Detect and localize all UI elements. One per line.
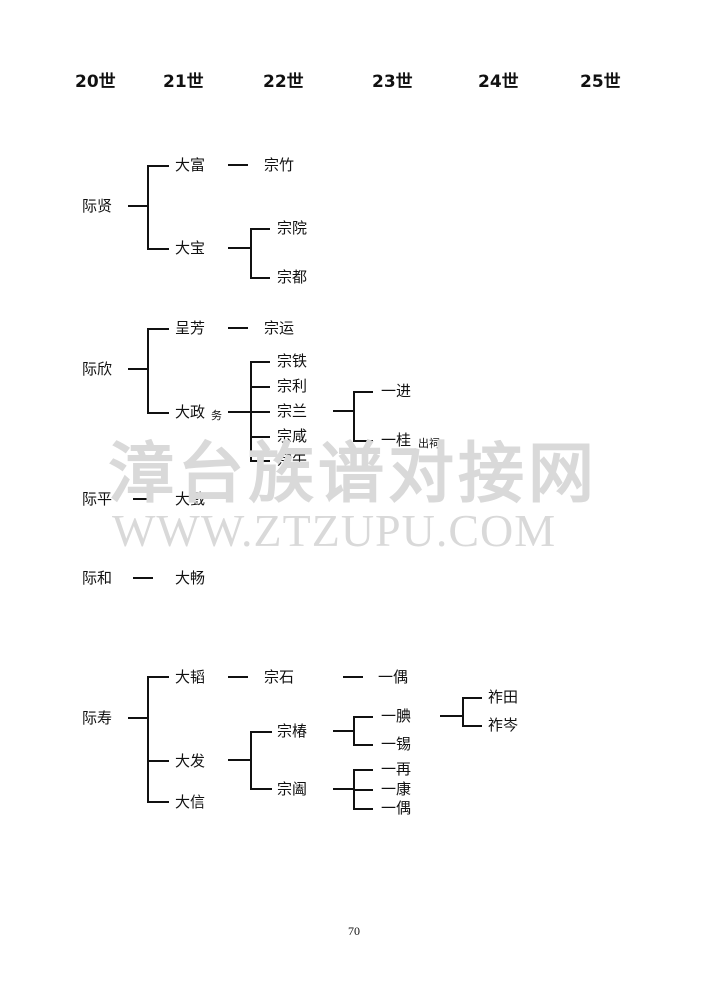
connector-line	[133, 577, 153, 579]
person-chengfang: 呈芳	[175, 319, 206, 337]
connector-line	[250, 731, 272, 733]
bracket-line	[462, 697, 464, 726]
person-zuocen: 祚岑	[488, 716, 519, 734]
person-datao: 大韬	[175, 668, 206, 686]
connector-line	[250, 788, 272, 790]
bracket-line	[147, 676, 149, 802]
person-dachang: 大畅	[175, 569, 206, 587]
connector-line	[147, 760, 169, 762]
person-zongli: 宗利	[277, 377, 308, 395]
connector-line	[250, 228, 270, 230]
generation-22: 22世	[263, 72, 304, 92]
connector-line	[353, 391, 373, 393]
person-jiping: 际平	[82, 490, 113, 508]
person-zongtie: 宗铁	[277, 352, 308, 370]
connector-line	[250, 460, 270, 462]
connector-line	[228, 247, 250, 249]
person-jixin: 际欣	[82, 360, 113, 378]
connector-line	[353, 440, 373, 442]
connector-line	[440, 715, 462, 717]
person-yitian: 一腆	[381, 707, 412, 725]
connector-line	[133, 498, 153, 500]
connector-line	[128, 717, 147, 719]
connector-line	[333, 410, 353, 412]
connector-line	[128, 205, 147, 207]
person-zongyuan: 宗院	[277, 219, 308, 237]
connector-line	[147, 165, 169, 167]
connector-line	[228, 676, 248, 678]
connector-line	[228, 164, 248, 166]
connector-line	[462, 725, 482, 727]
connector-line	[353, 744, 373, 746]
person-yizai: 一再	[381, 760, 412, 778]
connector-line	[147, 328, 169, 330]
person-zongxian: 宗咸	[277, 427, 308, 445]
person-yikang: 一康	[381, 780, 412, 798]
bracket-line	[147, 165, 149, 249]
watermark-url: WWW.ZTZUPU.COM	[112, 505, 557, 556]
connector-line	[353, 769, 373, 771]
person-yijin: 一进	[381, 382, 412, 400]
person-zonghe: 宗阖	[277, 780, 308, 798]
person-zongchun: 宗椿	[277, 722, 308, 740]
bracket-line	[353, 716, 355, 745]
person-dafa: 大发	[175, 752, 206, 770]
note-chuci: 出祠	[418, 437, 440, 450]
connector-line	[147, 412, 169, 414]
connector-line	[250, 386, 270, 388]
person-dazheng: 大政	[175, 403, 206, 421]
connector-line	[462, 697, 482, 699]
person-zuotian: 祚田	[488, 688, 519, 706]
person-dadeng: 大戥	[175, 490, 206, 508]
connector-line	[353, 789, 373, 791]
person-zonglan: 宗兰	[277, 402, 308, 420]
connector-line	[228, 327, 248, 329]
generation-23: 23世	[372, 72, 413, 92]
person-jixian: 际贤	[82, 197, 113, 215]
generation-21: 21世	[163, 72, 204, 92]
connector-line	[228, 411, 250, 413]
person-zongshi: 宗石	[264, 668, 295, 686]
page-number: 70	[348, 924, 360, 938]
bracket-line	[353, 391, 355, 441]
connector-line	[250, 277, 270, 279]
connector-line	[147, 801, 169, 803]
connector-line	[228, 759, 250, 761]
person-yiou-2: 一偶	[381, 799, 412, 817]
note-wu: 务	[211, 409, 222, 422]
person-daxin: 大信	[175, 793, 206, 811]
bracket-line	[250, 228, 252, 278]
person-zongdu: 宗都	[277, 268, 308, 286]
connector-line	[353, 716, 373, 718]
connector-line	[353, 808, 373, 810]
person-yixi: 一锡	[381, 735, 412, 753]
person-zongyun: 宗运	[264, 319, 295, 337]
bracket-line	[250, 731, 252, 789]
person-dafu: 大富	[175, 156, 206, 174]
person-zongzhu: 宗竹	[264, 156, 295, 174]
person-jihe: 际和	[82, 569, 113, 587]
connector-line	[333, 788, 353, 790]
person-jishou: 际寿	[82, 709, 113, 727]
connector-line	[147, 676, 169, 678]
connector-line	[250, 436, 270, 438]
person-yigui: 一桂	[381, 431, 412, 449]
connector-line	[128, 368, 147, 370]
connector-line	[250, 411, 270, 413]
generation-25: 25世	[580, 72, 621, 92]
generation-20: 20世	[75, 72, 116, 92]
connector-line	[147, 248, 169, 250]
generation-24: 24世	[478, 72, 519, 92]
person-zongwu: 宗午	[277, 451, 308, 469]
person-yiou-1: 一偶	[378, 668, 409, 686]
connector-line	[343, 676, 363, 678]
connector-line	[250, 361, 270, 363]
connector-line	[333, 730, 353, 732]
bracket-line	[147, 328, 149, 413]
person-dabao: 大宝	[175, 239, 206, 257]
